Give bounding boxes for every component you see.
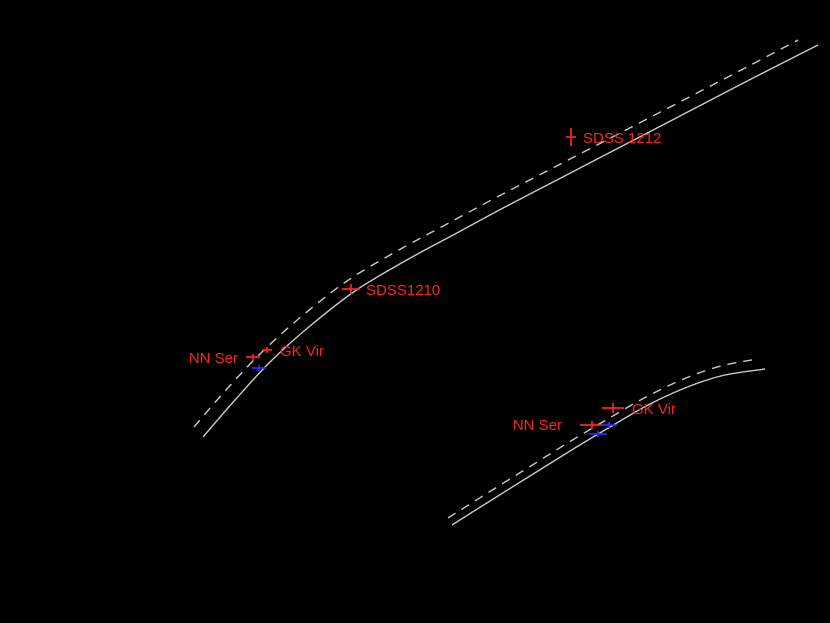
curve-lower-relation-dashed — [447, 358, 758, 519]
curve-upper-relation-dashed — [193, 39, 799, 428]
datapoint-nnser-upper-blue — [252, 365, 266, 371]
label-gkvir-lower-red: GK Vir — [632, 401, 676, 418]
curve-lower-relation-solid — [451, 368, 766, 526]
label-gkvir-upper-red: GK Vir — [280, 343, 324, 360]
datapoint-gkvir-lower-red: GK Vir — [602, 401, 676, 418]
datapoint-gkvir-upper-red: GK Vir — [262, 343, 324, 360]
label-nnser-upper-red: NN Ser — [189, 350, 238, 367]
datapoint-gkvir-lower-blue — [601, 422, 617, 428]
label-sdss1210-red: SDSS1210 — [366, 282, 440, 299]
datapoint-nnser-upper-red: NN Ser — [189, 350, 260, 367]
curve-upper-relation-solid — [202, 44, 819, 438]
datapoint-sdss1210-red: SDSS1210 — [342, 282, 440, 299]
datapoint-nnser-lower-blue — [589, 431, 607, 437]
label-nnser-lower-red: NN Ser — [513, 417, 562, 434]
datapoint-nnser-lower-red: NN Ser — [513, 417, 604, 434]
datapoint-sdss1212-red: SDSS 1212 — [566, 128, 661, 147]
label-sdss1212-red: SDSS 1212 — [583, 130, 661, 147]
